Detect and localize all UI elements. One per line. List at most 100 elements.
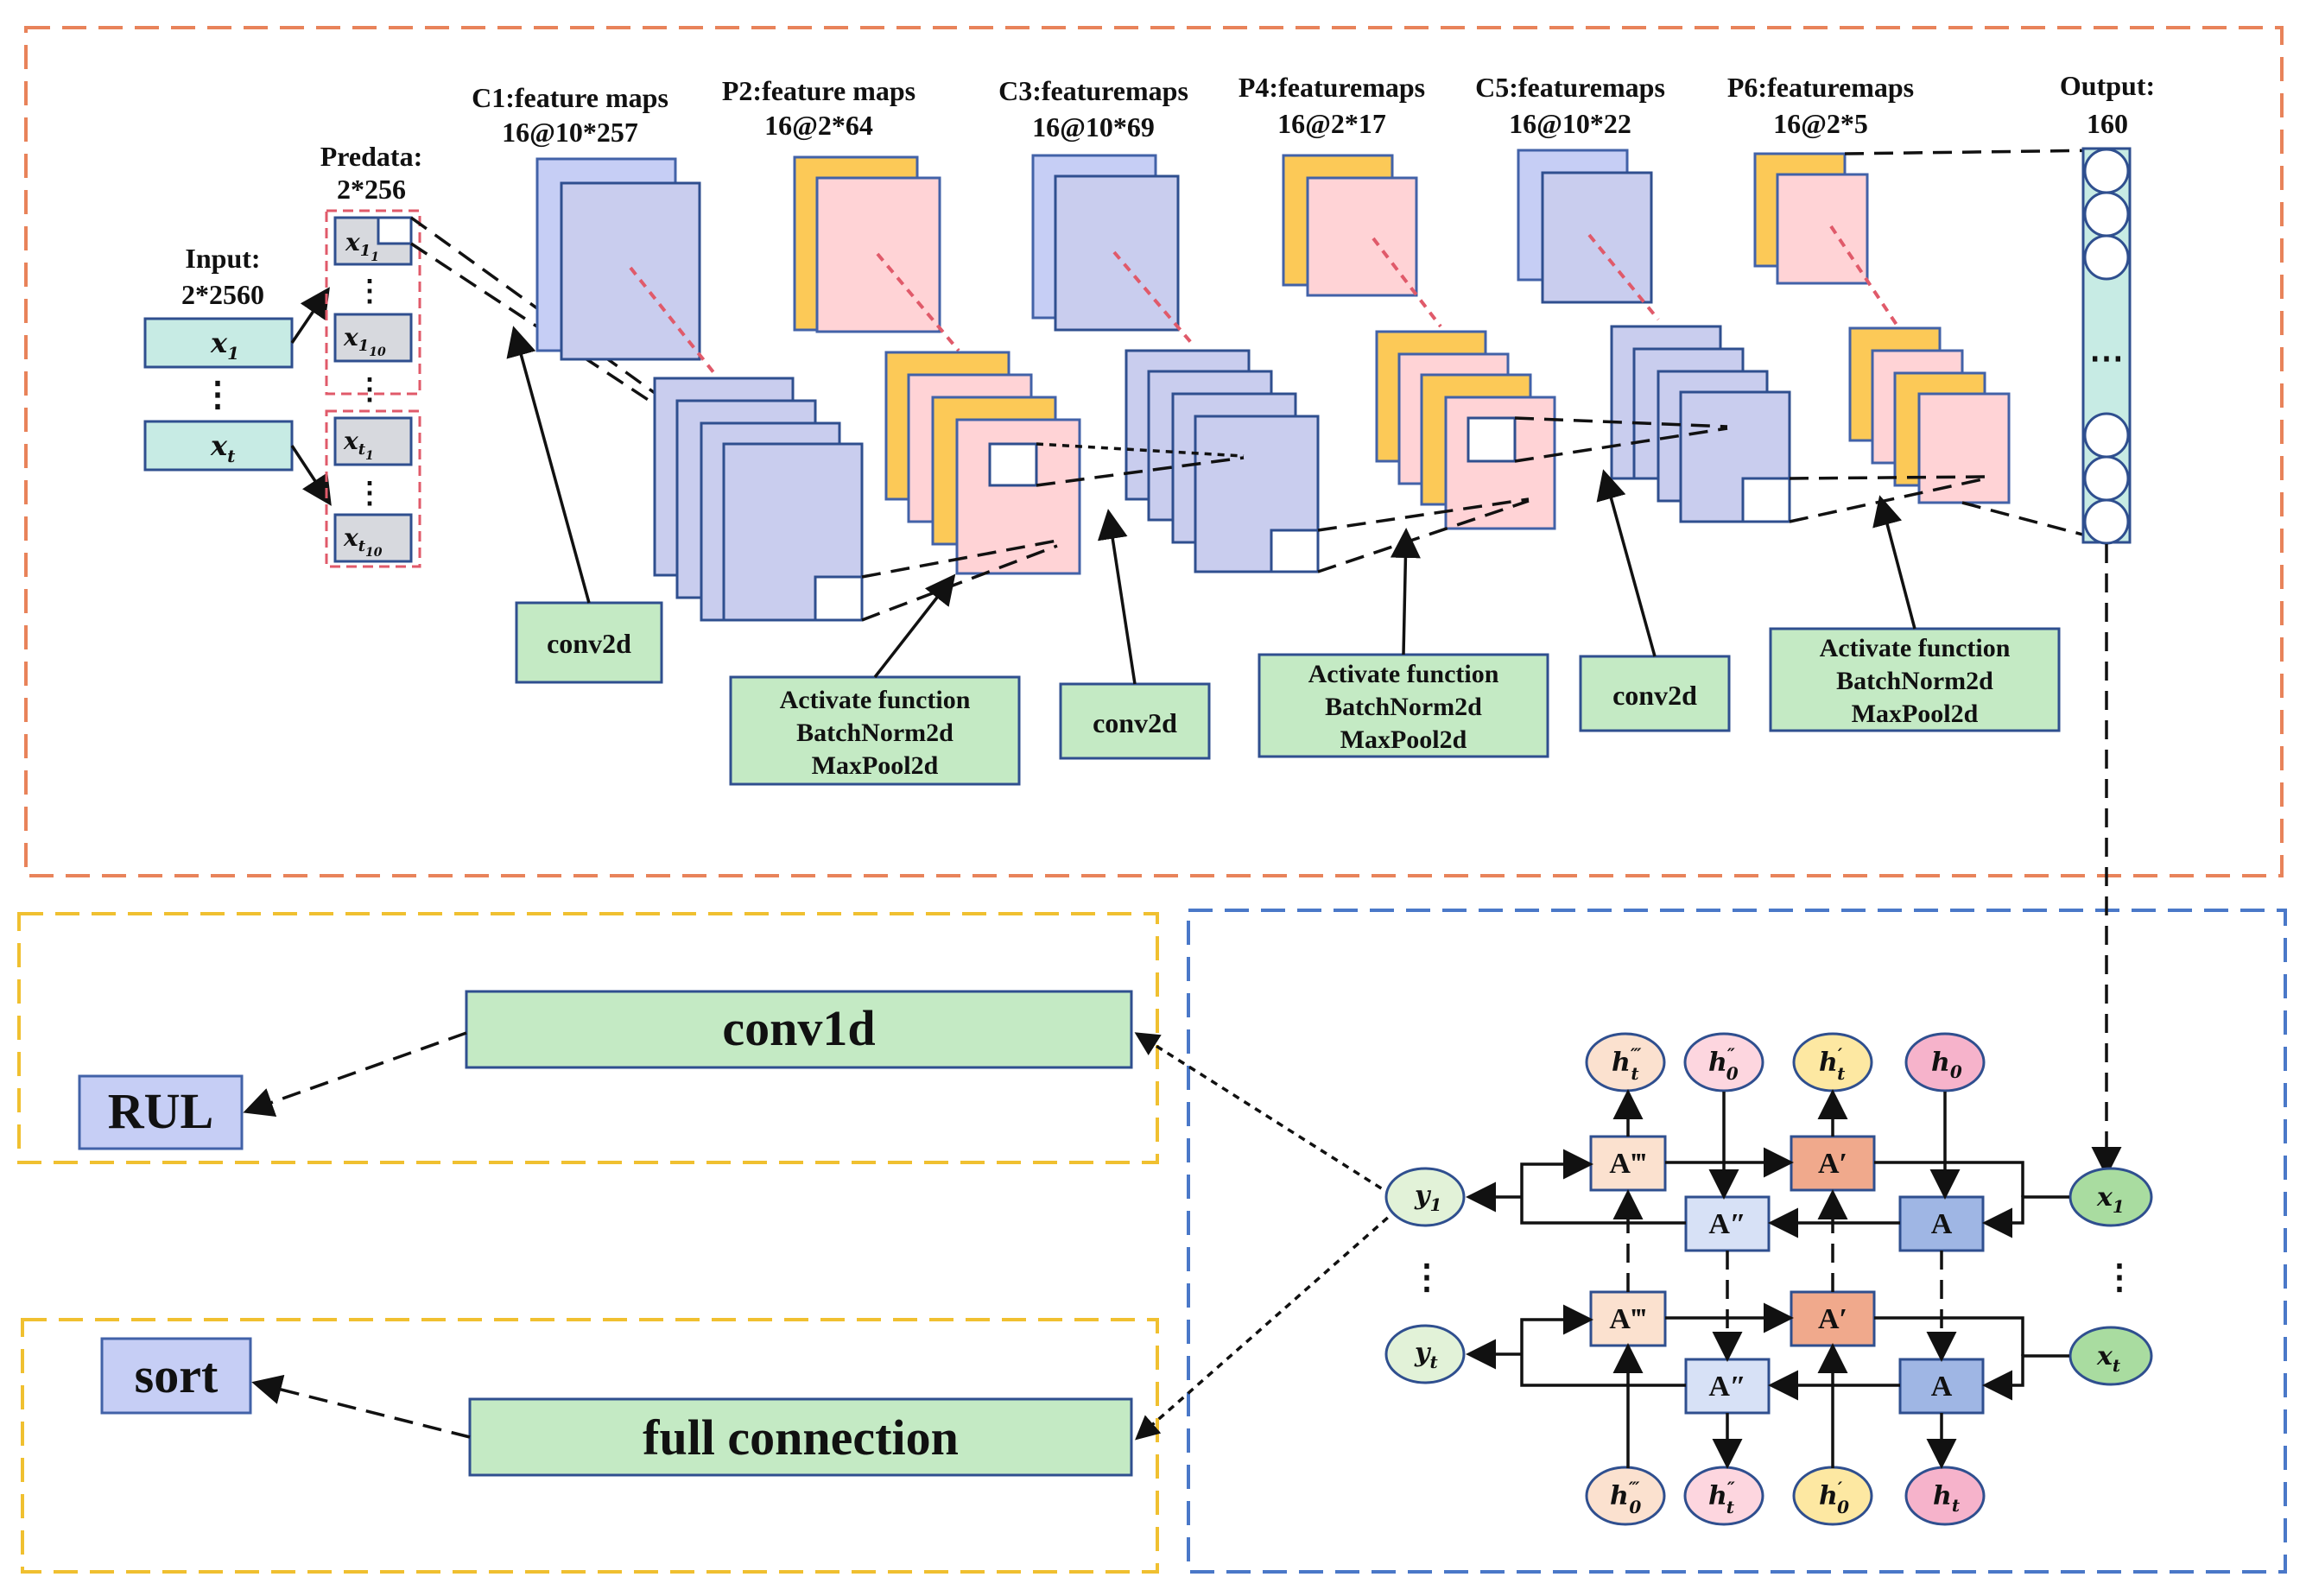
rul-head-frame [17, 912, 1159, 1164]
pre-vdots-2: ⋮ [355, 478, 384, 510]
predata-group-2 [325, 409, 421, 568]
output-node-3 [2083, 234, 2130, 281]
act-1-line-2: BatchNorm2d [796, 719, 953, 747]
pre-item-4 [333, 513, 413, 563]
act-1-line-1: Activate function [780, 686, 971, 714]
sort-label: sort [135, 1347, 219, 1403]
h-top-2 [1683, 1032, 1764, 1092]
pre-item-4-label: xt10 [343, 523, 383, 560]
act-1-line-3: MaxPool2d [812, 751, 939, 780]
h-top-1-label: h‴t [1612, 1044, 1642, 1084]
y-vdots: ⋮ [1410, 1257, 1444, 1296]
predata-group-1 [325, 209, 421, 396]
proj-c1-p2-b [861, 544, 1058, 622]
y1-to-conv1d [1134, 1032, 1393, 1197]
input-title: Input: [185, 243, 260, 274]
h-bot-1-label: h‴0 [1610, 1478, 1641, 1517]
layer-p6-dim: 16@2*5 [1773, 108, 1868, 139]
y1-label: y1 [1414, 1181, 1441, 1215]
h-bot-2-label: h″t [1708, 1478, 1735, 1517]
rul-label: RUL [108, 1083, 213, 1139]
cnn-frame [24, 26, 2284, 877]
conv1d-to-rul [243, 1031, 467, 1118]
pre-item-2-label: x110 [343, 323, 386, 359]
proj-c1-p2-a [861, 539, 1058, 579]
c3-red-link [1112, 250, 1195, 347]
h-top-3-label: h′t [1819, 1044, 1846, 1084]
act-2-line-3: MaxPool2d [1340, 725, 1467, 754]
sort-box [100, 1337, 252, 1415]
proj-c3-p4-b [1317, 499, 1530, 573]
input-arrow-1 [290, 287, 330, 344]
input-xt-label: xt [210, 429, 236, 466]
predata-title: Predata: [320, 141, 422, 172]
output-dim: 160 [2087, 108, 2128, 139]
rul-box [78, 1074, 244, 1150]
c3-window [1270, 529, 1320, 573]
p4-map-front [1306, 176, 1418, 297]
c5-red-link [1587, 233, 1660, 321]
act-box-3 [1769, 627, 2061, 732]
act-box-1 [729, 675, 1021, 786]
input-x1-label: x1 [210, 326, 239, 364]
proj-p2-c3-a [1036, 442, 1245, 458]
proj-p4-c5-b [1514, 427, 1728, 463]
layer-c1-dim: 16@10*257 [502, 117, 638, 148]
cell-a1-row2-label: A′ [1818, 1303, 1847, 1335]
conv2d-arrow-1 [506, 326, 591, 604]
act-box-2 [1258, 653, 1549, 758]
act-arrow-3 [1872, 495, 1916, 630]
h-bot-4-label: ht [1933, 1481, 1961, 1516]
proj-p4-c5-a [1514, 416, 1728, 428]
conv1d-label: conv1d [722, 1000, 875, 1056]
conv2d-label-2: conv2d [1093, 707, 1177, 738]
layer-c5-dim: 16@10*22 [1509, 108, 1631, 139]
layer-p6-name: P6:featuremaps [1727, 72, 1914, 103]
h-top-2-label: h″0 [1708, 1044, 1739, 1084]
predata-dim: 2*256 [337, 174, 406, 205]
p6-stack-4 [1917, 392, 2011, 504]
output-title: Output: [2060, 70, 2155, 101]
proj-c3-p4-a [1317, 497, 1530, 532]
bilstm-frame [1187, 909, 2287, 1574]
act-2-line-2: BatchNorm2d [1325, 693, 1482, 721]
cell-a-row1-label: A [1931, 1208, 1953, 1240]
layer-c3-name: C3:featuremaps [998, 75, 1188, 106]
cell-a2-row2-label: A″ [1708, 1371, 1745, 1403]
pre-vdots-1: ⋮ [355, 276, 384, 307]
cell-a1-row1-label: A′ [1818, 1148, 1847, 1180]
c1-map-front [560, 181, 701, 361]
act-3-line-2: BatchNorm2d [1836, 667, 1993, 695]
input-arrow-2 [290, 445, 332, 506]
proj-p2-c3-b [1036, 456, 1245, 487]
conv2d-arrow-2 [1097, 509, 1137, 685]
r1-a2-left [1520, 1149, 1686, 1225]
c5-map-front [1541, 171, 1653, 304]
layer-c5-name: C5:featuremaps [1475, 72, 1665, 103]
p4-window [1467, 416, 1517, 463]
x-vdots: ⋮ [2102, 1257, 2137, 1296]
pre-item-3 [333, 416, 413, 466]
proj-p6-out-b [1961, 501, 2106, 542]
xt-label: xt [2096, 1341, 2121, 1376]
h-top-4-label: h0 [1931, 1048, 1962, 1082]
sort-head-frame [21, 1318, 1159, 1574]
conv2d-arrow-3 [1596, 469, 1657, 657]
y1-node [1384, 1167, 1466, 1227]
h-bot-3-label: h′0 [1819, 1478, 1849, 1517]
c1-red-link [629, 266, 719, 378]
proj-c5-p6-a [1789, 475, 1987, 480]
r2-xt-feed [1982, 1354, 2069, 1401]
pre-item-1-window [377, 216, 413, 245]
layer-c1-name: C1:feature maps [472, 82, 668, 113]
conv2d-box-1 [515, 601, 663, 684]
cell-a-row2-label: A [1931, 1371, 1953, 1403]
y1-to-fc [1135, 1207, 1399, 1441]
cell-a3-row1-label: A‴ [1609, 1148, 1646, 1180]
proj-p6-out-a [1844, 149, 2106, 155]
output-ellipsis: ⋯ [2089, 339, 2124, 377]
output-node-2 [2083, 191, 2130, 238]
yt-label: yt [1414, 1338, 1438, 1372]
input-x1-box [143, 317, 294, 369]
full-connection-label: full connection [643, 1409, 959, 1466]
